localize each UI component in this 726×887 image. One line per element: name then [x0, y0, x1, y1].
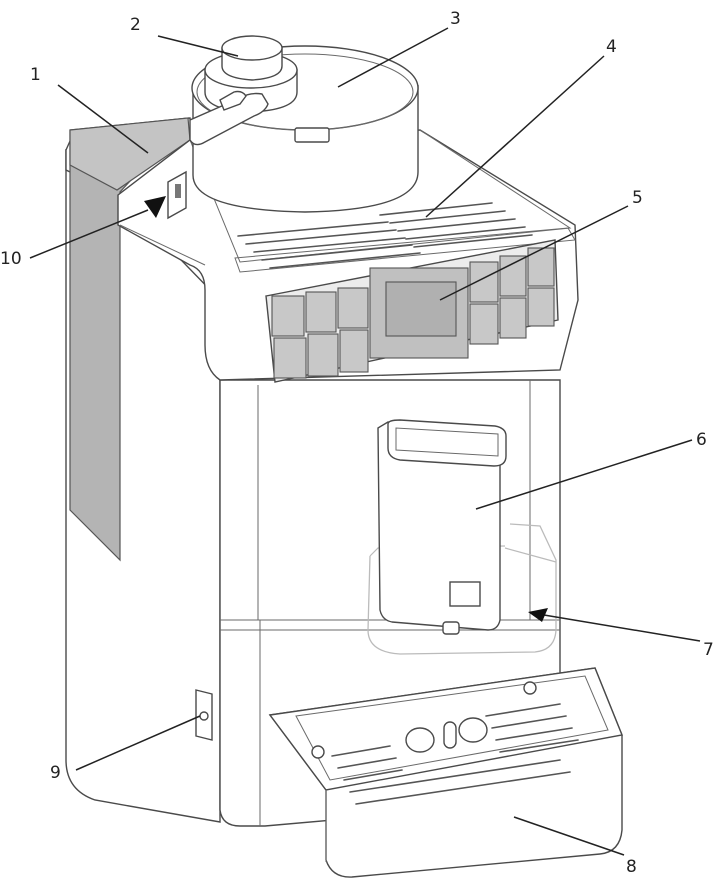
callout-2: 2 [130, 15, 141, 35]
button-left-6 [339, 329, 369, 373]
button-right-1 [469, 261, 499, 303]
leader-lines [29, 27, 701, 856]
leader-9 [75, 715, 201, 771]
grinder-knob [189, 35, 298, 146]
arrowhead-7 [528, 608, 548, 622]
arrowhead-10 [144, 196, 166, 218]
side-compartment [167, 170, 187, 220]
callout-5: 5 [632, 188, 643, 208]
leader-7 [537, 613, 701, 642]
water-tank [69, 117, 191, 562]
display-screen [385, 281, 457, 337]
button-left-3 [337, 287, 369, 329]
drip-tray [268, 667, 623, 878]
button-left-1 [271, 295, 305, 337]
callout-labels: 1 2 3 4 5 6 7 8 9 10 [0, 9, 714, 877]
callout-10: 10 [0, 249, 22, 269]
leader-5 [439, 205, 629, 301]
callout-7: 7 [703, 640, 714, 660]
leader-3 [337, 27, 449, 88]
leader-4 [425, 55, 605, 218]
button-left-4 [273, 337, 307, 379]
callout-3: 3 [450, 9, 461, 29]
button-right-5 [499, 297, 527, 339]
button-left-5 [307, 333, 339, 377]
leader-2 [157, 35, 239, 57]
cup-warmer-vents [237, 202, 533, 269]
leader-8 [513, 816, 625, 856]
callout-4: 4 [606, 37, 617, 57]
callout-6: 6 [696, 430, 707, 450]
coffee-outlet [377, 419, 507, 635]
callout-1: 1 [30, 65, 41, 85]
leader-6 [475, 439, 693, 510]
button-right-4 [469, 303, 499, 345]
power-switch [195, 689, 213, 741]
leader-10 [29, 209, 149, 259]
callout-9: 9 [50, 763, 61, 783]
button-right-6 [527, 287, 555, 327]
callout-8: 8 [626, 857, 637, 877]
button-left-2 [305, 291, 337, 333]
leader-1 [57, 84, 149, 154]
button-right-2 [499, 255, 527, 297]
